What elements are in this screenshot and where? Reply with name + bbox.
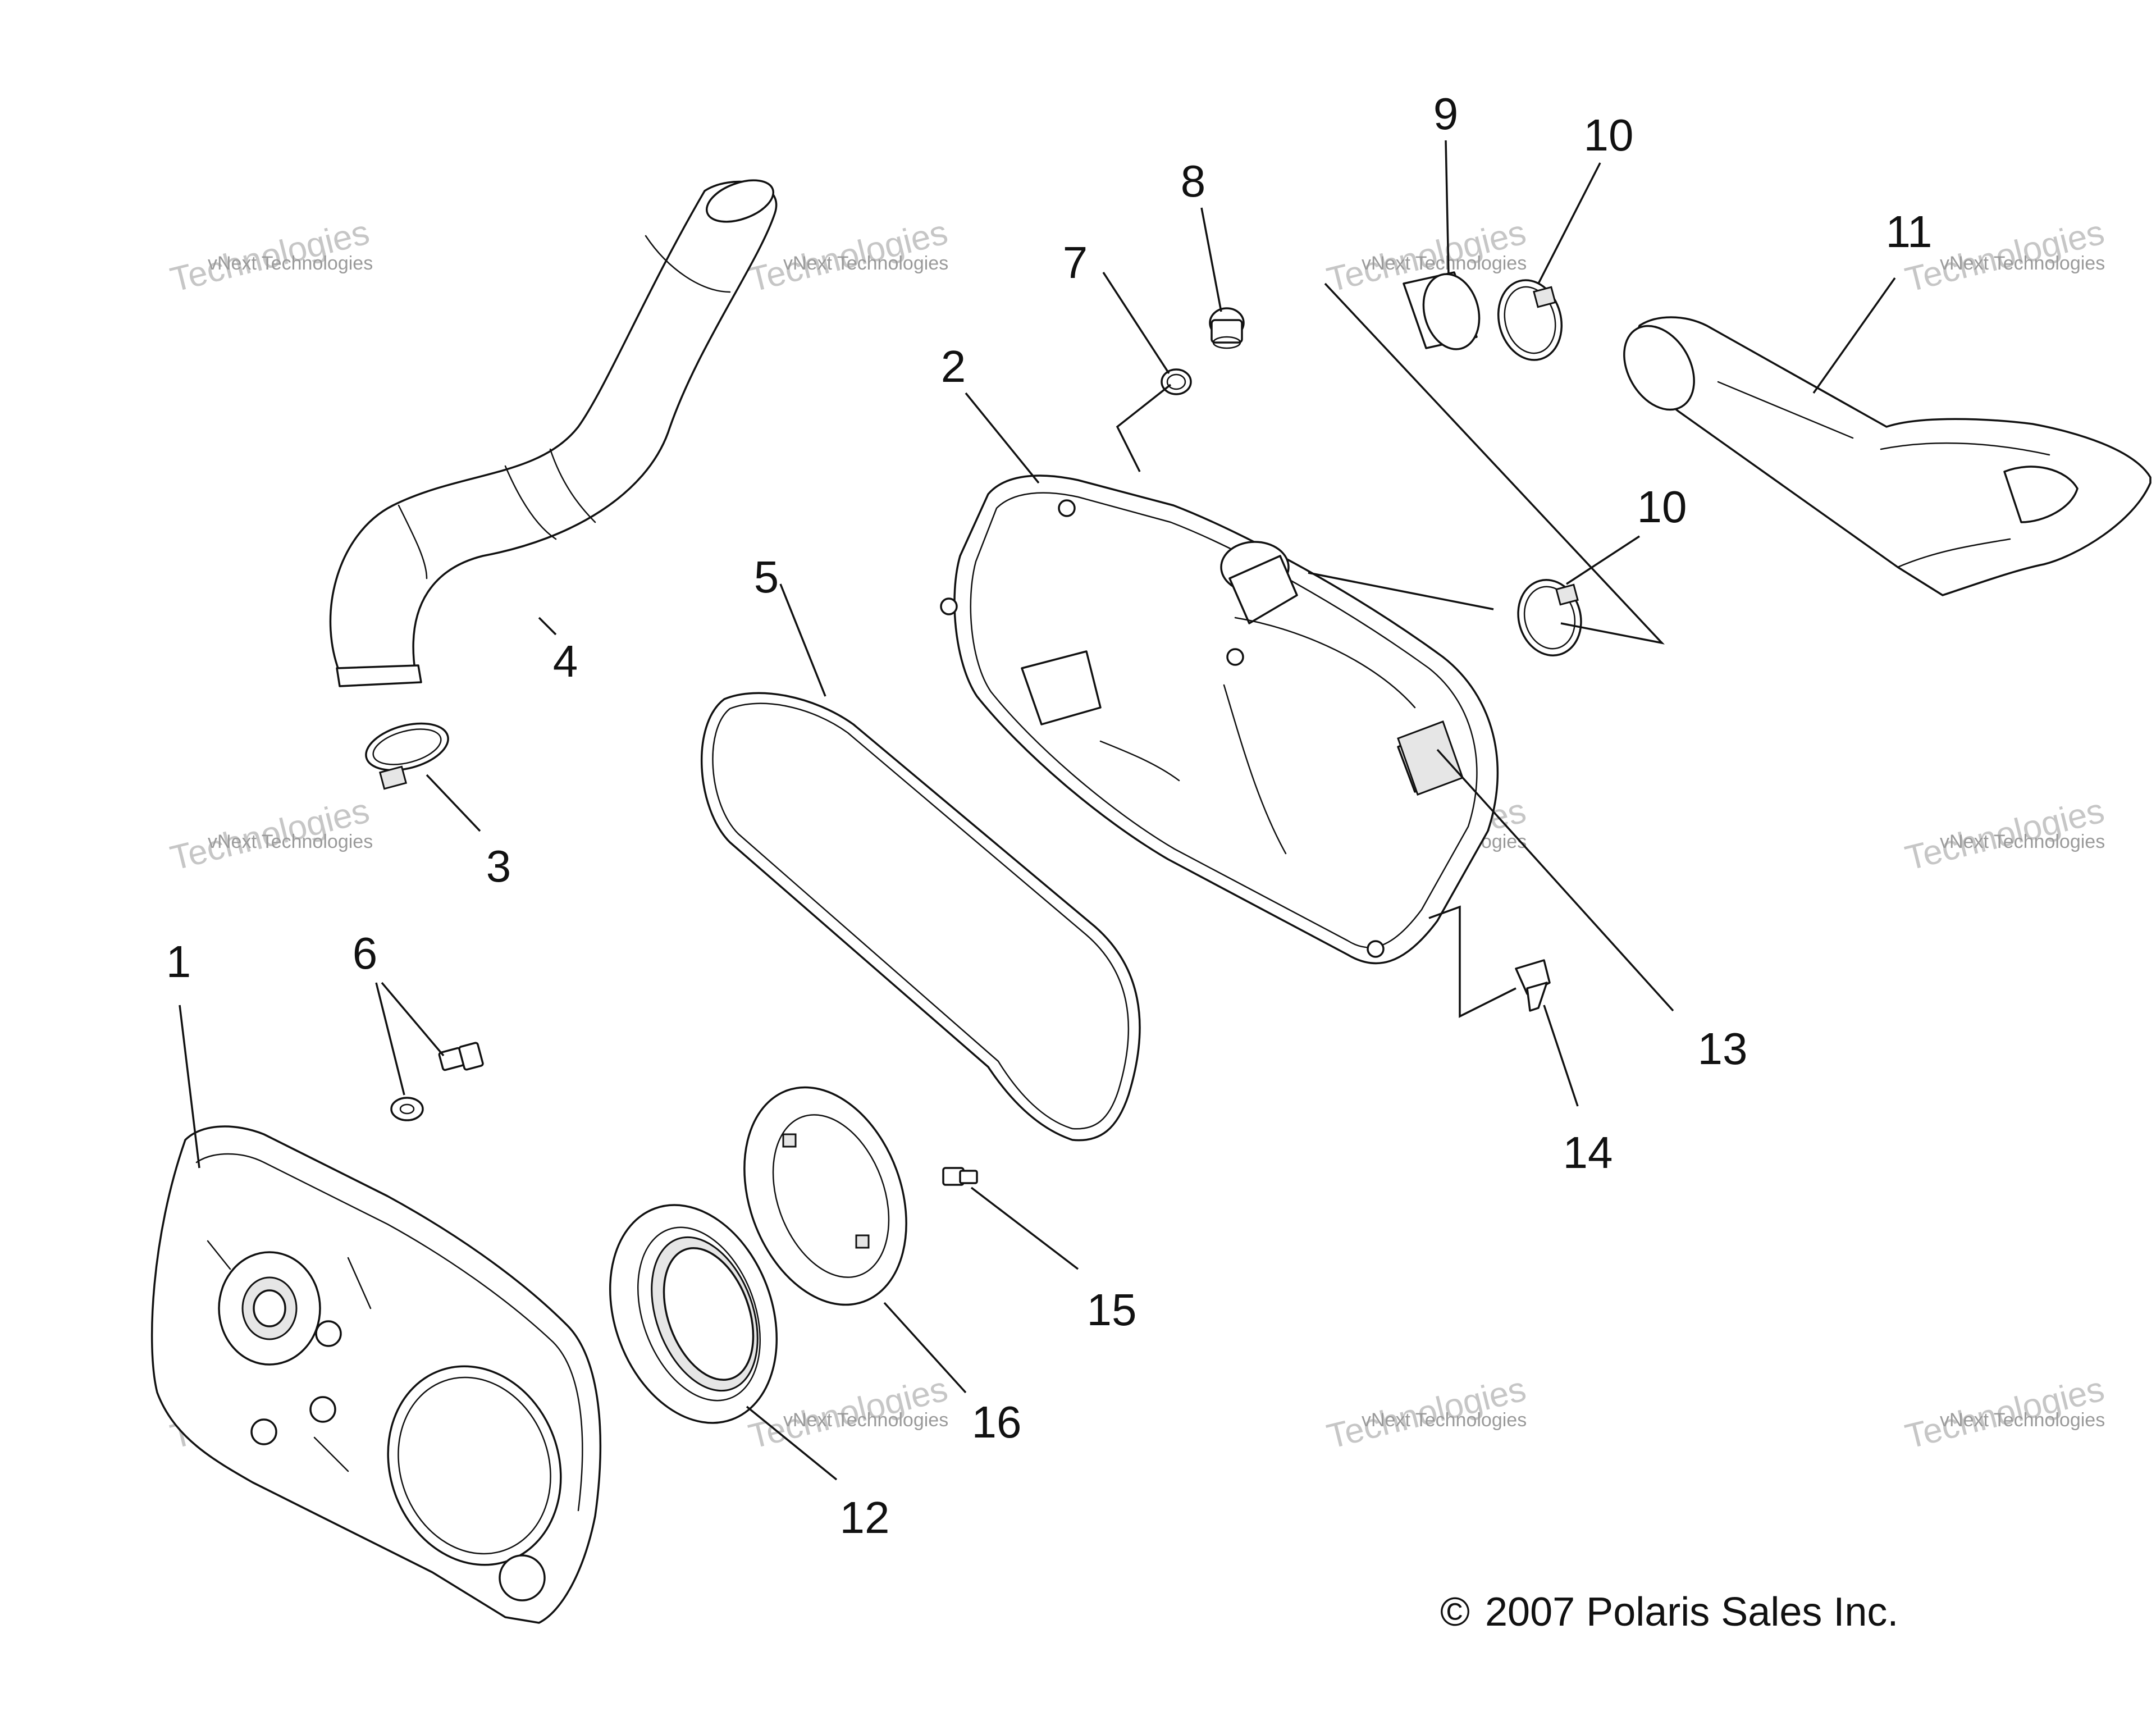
leader-7 bbox=[1116, 384, 1172, 472]
part-14-bolt[interactable] bbox=[1515, 959, 1551, 1012]
callout-1: 1 bbox=[166, 937, 191, 987]
leader-4 bbox=[538, 617, 557, 636]
copyright-symbol: © bbox=[1440, 1590, 1470, 1635]
watermark-line1: vNext Technologies bbox=[208, 253, 373, 274]
leader-6b bbox=[381, 982, 445, 1057]
callout-9: 9 bbox=[1433, 89, 1459, 139]
leader-11 bbox=[1812, 277, 1896, 394]
callout-11: 11 bbox=[1885, 207, 1932, 257]
leader-12 bbox=[746, 1405, 838, 1481]
callout-labels: 4 3 1 6 5 2 7 8 9 10 10 11 13 14 15 16 1… bbox=[166, 89, 1933, 1543]
callout-5: 5 bbox=[754, 552, 779, 602]
part-12-seal[interactable] bbox=[581, 1181, 806, 1446]
leader-7-label bbox=[1102, 272, 1170, 374]
watermark-line1: vNext Technologies bbox=[1362, 1409, 1527, 1431]
callout-13: 13 bbox=[1698, 1024, 1748, 1074]
leader-10-lower bbox=[1566, 535, 1640, 585]
callout-12: 12 bbox=[840, 1493, 890, 1543]
leader-coupling-lower bbox=[1308, 572, 1494, 610]
callout-14: 14 bbox=[1563, 1128, 1613, 1178]
leader-10-upper bbox=[1537, 162, 1601, 284]
leader-16 bbox=[883, 1302, 967, 1394]
leader-1 bbox=[179, 1005, 200, 1169]
callout-16: 16 bbox=[972, 1397, 1022, 1447]
callout-2: 2 bbox=[941, 341, 966, 391]
part-10-clamp-upper[interactable] bbox=[1490, 273, 1570, 367]
part-2-outer-clutch-cover[interactable] bbox=[940, 474, 1499, 965]
part-15-bolt[interactable] bbox=[942, 1167, 978, 1186]
copyright-text: 2007 Polaris Sales Inc. bbox=[1485, 1590, 1898, 1635]
part-11-outlet-duct[interactable] bbox=[1610, 313, 2152, 596]
callout-8: 8 bbox=[1181, 156, 1206, 206]
callout-10-upper: 10 bbox=[1584, 110, 1634, 160]
leader-lines bbox=[179, 140, 1896, 1481]
leader-3 bbox=[426, 774, 481, 832]
leader-14 bbox=[1543, 1005, 1579, 1107]
part-7-o-ring[interactable] bbox=[1161, 368, 1192, 395]
leader-9 bbox=[1445, 140, 1450, 276]
leader-8 bbox=[1200, 207, 1222, 312]
callout-15: 15 bbox=[1087, 1285, 1137, 1335]
watermark-line1: vNext Technologies bbox=[1940, 253, 2105, 274]
leader-13 bbox=[1436, 749, 1674, 1012]
leader-2 bbox=[965, 392, 1040, 484]
part-4-intake-duct[interactable] bbox=[329, 172, 779, 687]
part-6-bolt-washer[interactable] bbox=[390, 1042, 484, 1121]
leader-6a bbox=[375, 982, 405, 1096]
part-10-clamp-lower[interactable] bbox=[1510, 573, 1589, 663]
part-5-drive-belt[interactable] bbox=[700, 692, 1141, 1142]
part-1-inner-clutch-cover[interactable] bbox=[150, 1125, 602, 1624]
part-16-gasket[interactable] bbox=[716, 1065, 935, 1327]
callout-7: 7 bbox=[1063, 238, 1088, 288]
callout-4: 4 bbox=[553, 636, 578, 686]
watermark-line1: vNext Technologies bbox=[1940, 1409, 2105, 1431]
leader-14-bracket bbox=[1428, 905, 1516, 1018]
watermark-line1: vNext Technologies bbox=[1940, 831, 2105, 852]
leader-15 bbox=[970, 1186, 1079, 1270]
watermark-line1: vNext Technologies bbox=[1362, 253, 1527, 274]
part-8-plug[interactable] bbox=[1209, 307, 1245, 349]
watermark-line1: vNext Technologies bbox=[783, 253, 948, 274]
part-3-hose-clamp[interactable] bbox=[361, 715, 454, 790]
copyright-notice: © 2007 Polaris Sales Inc. bbox=[1440, 1590, 1898, 1635]
callout-10-lower: 10 bbox=[1637, 482, 1687, 532]
callout-3: 3 bbox=[486, 841, 511, 891]
part-9-coupler[interactable] bbox=[1403, 268, 1487, 355]
watermark-line1: vNext Technologies bbox=[208, 831, 373, 852]
callout-6: 6 bbox=[353, 928, 378, 978]
watermark-line1: vNext Technologies bbox=[783, 1409, 948, 1431]
leader-5 bbox=[779, 583, 826, 697]
leader-coupling-bracket bbox=[1324, 282, 1665, 645]
